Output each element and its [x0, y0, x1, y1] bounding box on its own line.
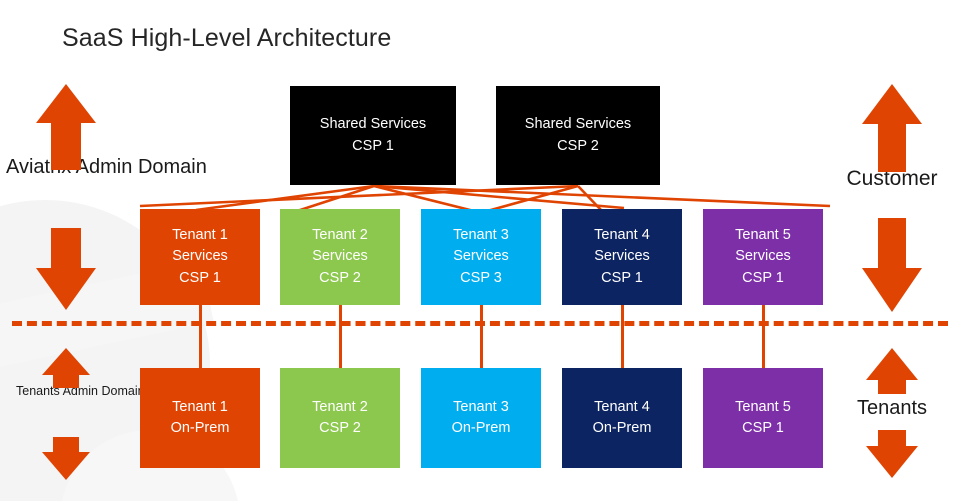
admin-domain-divider	[12, 321, 948, 326]
tenant-1-services-line3: CSP 1	[179, 269, 221, 286]
arrow-down-icon	[42, 437, 90, 480]
tenant-2-services-line1: Tenant 2	[312, 227, 368, 244]
tenants-label: Tenants	[856, 397, 928, 419]
tenant-3-services-line3: CSP 3	[460, 269, 502, 286]
arrow-down-icon	[862, 218, 922, 312]
vconnector-tenant-1	[199, 305, 202, 368]
vconnector-tenant-3	[480, 305, 483, 368]
connector-csp1-tenant4	[373, 184, 625, 210]
tenant-3-site-line1: Tenant 3	[453, 398, 509, 415]
tenant-1-services-line2: Services	[172, 248, 228, 265]
aviatrix-admin-domain-label: Aviatrix Admin Domain	[6, 156, 207, 178]
arrow-down-icon	[866, 430, 918, 478]
tenant-5-services-line1: Tenant 5	[735, 227, 791, 244]
vconnector-tenant-2	[339, 305, 342, 368]
tenant-2-site-line1: Tenant 2	[312, 398, 368, 415]
tenant-5-services-box[interactable]: Tenant 5 Services CSP 1	[703, 209, 823, 305]
tenant-5-site-box[interactable]: Tenant 5 CSP 1	[703, 368, 823, 468]
tenant-1-services-box[interactable]: Tenant 1 Services CSP 1	[140, 209, 260, 305]
tenant-3-services-box[interactable]: Tenant 3 Services CSP 3	[421, 209, 541, 305]
tenant-2-site-line2: CSP 2	[319, 420, 361, 436]
connector-csp1-tenant5	[373, 184, 831, 208]
page-title: SaaS High-Level Architecture	[62, 24, 392, 52]
shared-services-csp2-line2: CSP 2	[557, 137, 599, 154]
arrow-up-icon	[866, 348, 918, 394]
tenant-3-services-line2: Services	[453, 248, 509, 265]
tenant-2-site-box[interactable]: Tenant 2 CSP 2	[280, 368, 400, 468]
tenant-5-site-line1: Tenant 5	[735, 398, 791, 415]
tenant-5-services-line2: Services	[735, 248, 791, 265]
tenant-5-site-line2: CSP 1	[742, 420, 784, 436]
tenant-4-site-box[interactable]: Tenant 4 On-Prem	[562, 368, 682, 468]
tenant-2-services-line2: Services	[312, 248, 368, 265]
tenant-1-site-line2: On-Prem	[170, 420, 230, 436]
arrow-up-icon	[862, 84, 922, 172]
vconnector-tenant-5	[762, 305, 765, 368]
tenant-4-site-line2: On-Prem	[592, 420, 652, 436]
shared-services-csp1-box[interactable]: Shared Services CSP 1	[290, 86, 456, 185]
tenant-4-services-line3: CSP 1	[601, 269, 643, 286]
tenant-1-site-line1: Tenant 1	[172, 398, 228, 415]
tenant-1-services-line1: Tenant 1	[172, 227, 228, 244]
tenant-4-site-line1: Tenant 4	[594, 398, 650, 415]
tenant-3-services-line1: Tenant 3	[453, 227, 509, 244]
connector-csp2-tenant4	[577, 185, 603, 212]
shared-services-csp2-line1: Shared Services	[524, 116, 632, 133]
connector-csp1-tenant1	[195, 184, 375, 212]
tenant-3-site-box[interactable]: Tenant 3 On-Prem	[421, 368, 541, 468]
vconnector-tenant-4	[621, 305, 624, 368]
tenant-4-services-line2: Services	[594, 248, 650, 265]
arrow-down-icon	[36, 228, 96, 310]
tenant-3-site-line2: On-Prem	[451, 420, 511, 436]
connector-csp2-tenant1	[139, 184, 579, 208]
tenant-2-services-line3: CSP 2	[319, 269, 361, 286]
tenant-4-services-line1: Tenant 4	[594, 227, 650, 244]
tenants-admin-domain-label: Tenants Admin Domain	[16, 384, 145, 398]
shared-services-csp1-line1: Shared Services	[319, 116, 427, 133]
tenant-1-site-box[interactable]: Tenant 1 On-Prem	[140, 368, 260, 468]
tenant-5-services-line3: CSP 1	[742, 269, 784, 286]
tenant-4-services-box[interactable]: Tenant 4 Services CSP 1	[562, 209, 682, 305]
customer-label: Customer	[846, 167, 938, 190]
shared-services-csp2-box[interactable]: Shared Services CSP 2	[496, 86, 660, 185]
shared-services-csp1-line2: CSP 1	[352, 137, 394, 154]
tenant-2-services-box[interactable]: Tenant 2 Services CSP 2	[280, 209, 400, 305]
arrow-up-icon	[42, 348, 90, 388]
